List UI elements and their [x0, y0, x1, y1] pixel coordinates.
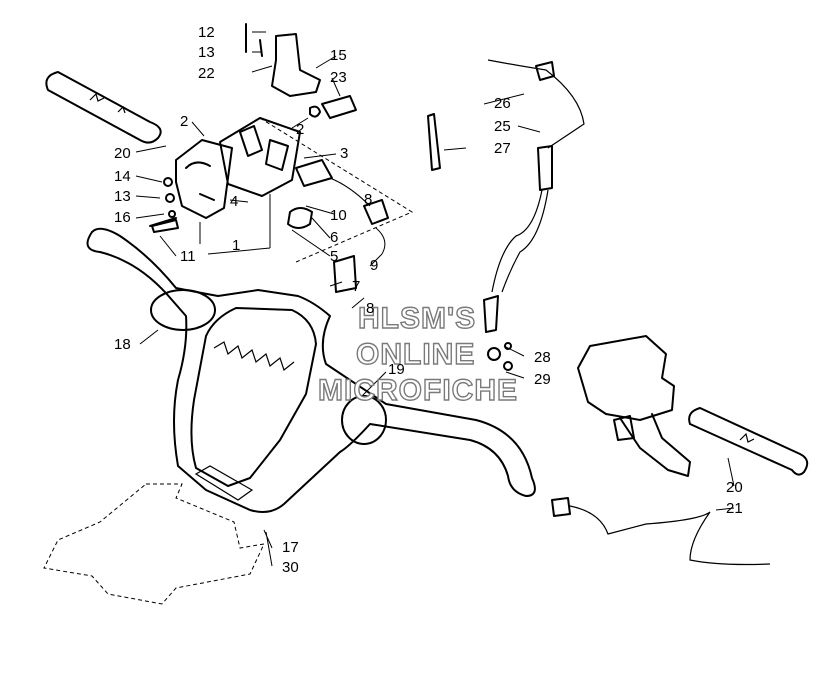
callout-14: 14: [114, 168, 131, 185]
callout-18: 18: [114, 336, 131, 353]
brake-cable: [427, 59, 585, 333]
callout-2b: 2: [296, 121, 304, 138]
callout-17: 17: [282, 539, 299, 556]
callout-1: 1: [232, 237, 240, 254]
callout-28: 28: [534, 349, 551, 366]
callout-19: 19: [388, 361, 405, 378]
callout-5: 5: [330, 248, 338, 265]
watermark-line-3: MICROFICHE: [318, 374, 518, 407]
watermark-line-1: HLSM'S: [358, 302, 476, 335]
callout-26: 26: [494, 95, 511, 112]
callout-8: 8: [364, 191, 372, 208]
heater-wire: [551, 497, 771, 566]
handlebar-pad: [43, 483, 265, 605]
callout-6: 6: [330, 229, 338, 246]
callout-10: 10: [330, 207, 347, 224]
callout-4: 4: [230, 193, 238, 210]
handlebar: [86, 227, 536, 513]
callout-29: 29: [534, 371, 551, 388]
callout-27: 27: [494, 140, 511, 157]
watermark: HLSM'S ONLINE MICROFICHE: [317, 301, 518, 407]
leader-lines: [135, 31, 735, 567]
callout-21: 21: [726, 500, 743, 517]
callout-13: 13: [198, 44, 215, 61]
throttle-lever: [245, 23, 357, 119]
callout-15: 15: [330, 47, 347, 64]
callout-8b: 8: [366, 300, 374, 317]
callout-12: 12: [198, 24, 215, 41]
callout-3: 3: [340, 145, 348, 162]
callout-22: 22: [198, 65, 215, 82]
callout-16: 16: [114, 209, 131, 226]
right-grip: [688, 407, 809, 476]
callout-11: 11: [180, 248, 196, 265]
brake-master-cylinder: [577, 335, 691, 477]
part-callouts: 12 13 22 15 23 2 2 3 20 14 13 16 4 1 11 …: [114, 24, 743, 576]
throttle-block: [219, 117, 414, 293]
callout-20: 20: [114, 145, 131, 162]
callout-23: 23: [330, 69, 347, 86]
hardware: [151, 219, 513, 371]
callout-2: 2: [180, 113, 188, 130]
callout-13b: 13: [114, 188, 131, 205]
left-switch-housing: [149, 139, 233, 227]
callout-7: 7: [352, 278, 360, 295]
callout-25: 25: [494, 118, 511, 135]
left-grip: [45, 71, 162, 144]
callout-9: 9: [370, 257, 378, 274]
callout-30: 30: [282, 559, 299, 576]
callout-20b: 20: [726, 479, 743, 496]
watermark-line-2: ONLINE: [356, 338, 475, 371]
